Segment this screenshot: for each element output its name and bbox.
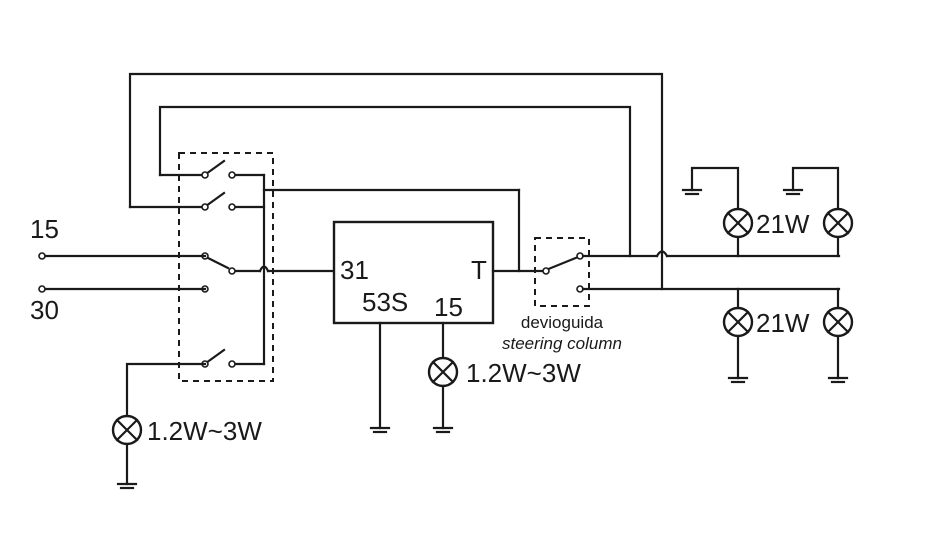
rear-lamp-rating: 21W — [756, 308, 810, 338]
left-indicator-lamp: 1.2W~3W — [111, 362, 262, 490]
terminal-15-label: 15 — [30, 214, 59, 244]
center-lamp-rating: 1.2W~3W — [466, 358, 581, 388]
flasher-relay: 31 T 53S 15 — [332, 220, 495, 325]
center-indicator-lamp: 1.2W~3W — [427, 321, 581, 434]
relay-ground — [369, 321, 391, 434]
front-lamp-pair: 21W — [681, 166, 854, 258]
relay-terminal-T: T — [471, 255, 487, 285]
switch-label-steering-column: steering column — [502, 334, 622, 353]
rear-lamp-pair: 21W — [722, 287, 854, 384]
front-lamp-rating: 21W — [756, 209, 810, 239]
relay-terminal-31: 31 — [340, 255, 369, 285]
supply-inputs: 15 30 — [30, 214, 207, 325]
left-lamp-rating: 1.2W~3W — [147, 416, 262, 446]
relay-terminal-53S: 53S — [362, 287, 408, 317]
hazard-switch-contacts — [201, 159, 521, 368]
relay-terminal-15: 15 — [434, 292, 463, 322]
output-buses — [581, 250, 841, 291]
switch-label-devioguida: devioguida — [521, 313, 604, 332]
top-return-loops — [128, 72, 664, 291]
terminal-30-label: 30 — [30, 295, 59, 325]
hazard-switch-box — [178, 152, 274, 382]
ground-symbol — [116, 482, 138, 490]
